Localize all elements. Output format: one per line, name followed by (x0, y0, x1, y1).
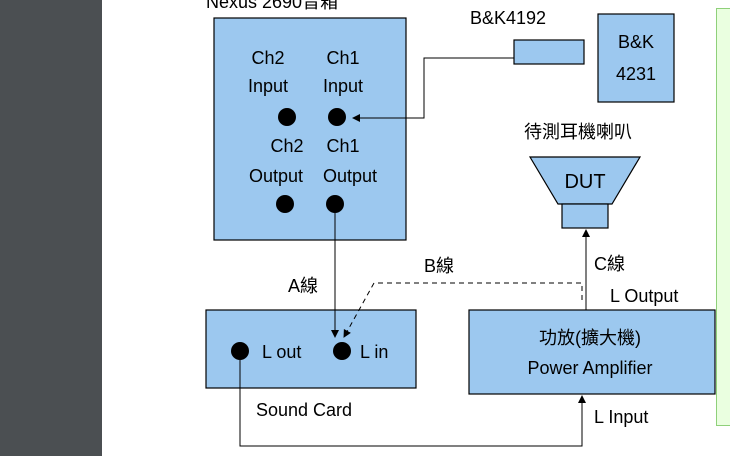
left-sidebar (0, 0, 102, 456)
ch2-input-label-2: Input (248, 76, 288, 96)
l-output-label: L Output (610, 286, 678, 306)
l-out-label: L out (262, 342, 301, 362)
sound-card: L out L in Sound Card (205, 309, 417, 420)
dut-speaker: 待測耳機喇叭 DUT (524, 122, 642, 229)
ch2-output-label-1: Ch2 (270, 136, 303, 156)
wire-a-label: A線 (288, 276, 318, 296)
dut-magnet (561, 203, 609, 229)
coupler-label-1: B&K (618, 32, 654, 52)
wire-b (343, 282, 583, 338)
coupler-body (597, 13, 675, 103)
ch1-output-jack (326, 195, 344, 213)
amplifier-label-2: Power Amplifier (527, 358, 652, 378)
l-input-label: L Input (594, 407, 648, 427)
mic-wire (352, 57, 514, 122)
wire-l-out-to-amp (239, 360, 586, 447)
ch2-input-jack (278, 108, 296, 126)
amplifier-label-1: 功放(擴大機) (539, 328, 641, 348)
analyzer-body (213, 17, 407, 241)
wire-c-label: C線 (594, 254, 625, 274)
ch2-input-label-1: Ch2 (251, 48, 284, 68)
ch2-output-label-2: Output (249, 166, 303, 186)
dut-caption: 待測耳機喇叭 (524, 122, 632, 142)
l-in-jack (333, 342, 351, 360)
ch1-output-label-2: Output (323, 166, 377, 186)
coupler-label-2: 4231 (616, 64, 656, 84)
analyzer-title: Nexus 2690音箱 (206, 0, 338, 12)
ch1-input-label-1: Ch1 (326, 48, 359, 68)
analyzer-box: Nexus 2690音箱 Ch2 Input Ch1 Input Ch2 Out… (206, 0, 407, 241)
ch1-input-label-2: Input (323, 76, 363, 96)
microphone: B&K4192 (470, 8, 585, 65)
coupler: B&K 4231 (597, 13, 675, 103)
dut-label: DUT (564, 171, 605, 193)
ch1-output-label-1: Ch1 (326, 136, 359, 156)
ch2-output-jack (276, 195, 294, 213)
dut-cone (528, 156, 642, 205)
right-side-panel (716, 8, 730, 426)
l-out-jack (231, 342, 249, 360)
sound-card-caption: Sound Card (256, 400, 352, 420)
microphone-body (513, 39, 585, 65)
ch1-input-jack (328, 108, 346, 126)
wire-b-label: B線 (424, 256, 454, 276)
l-in-label: L in (360, 342, 388, 362)
amplifier-body (468, 309, 716, 395)
power-amplifier: 功放(擴大機) Power Amplifier (468, 309, 716, 395)
microphone-label: B&K4192 (470, 8, 546, 28)
